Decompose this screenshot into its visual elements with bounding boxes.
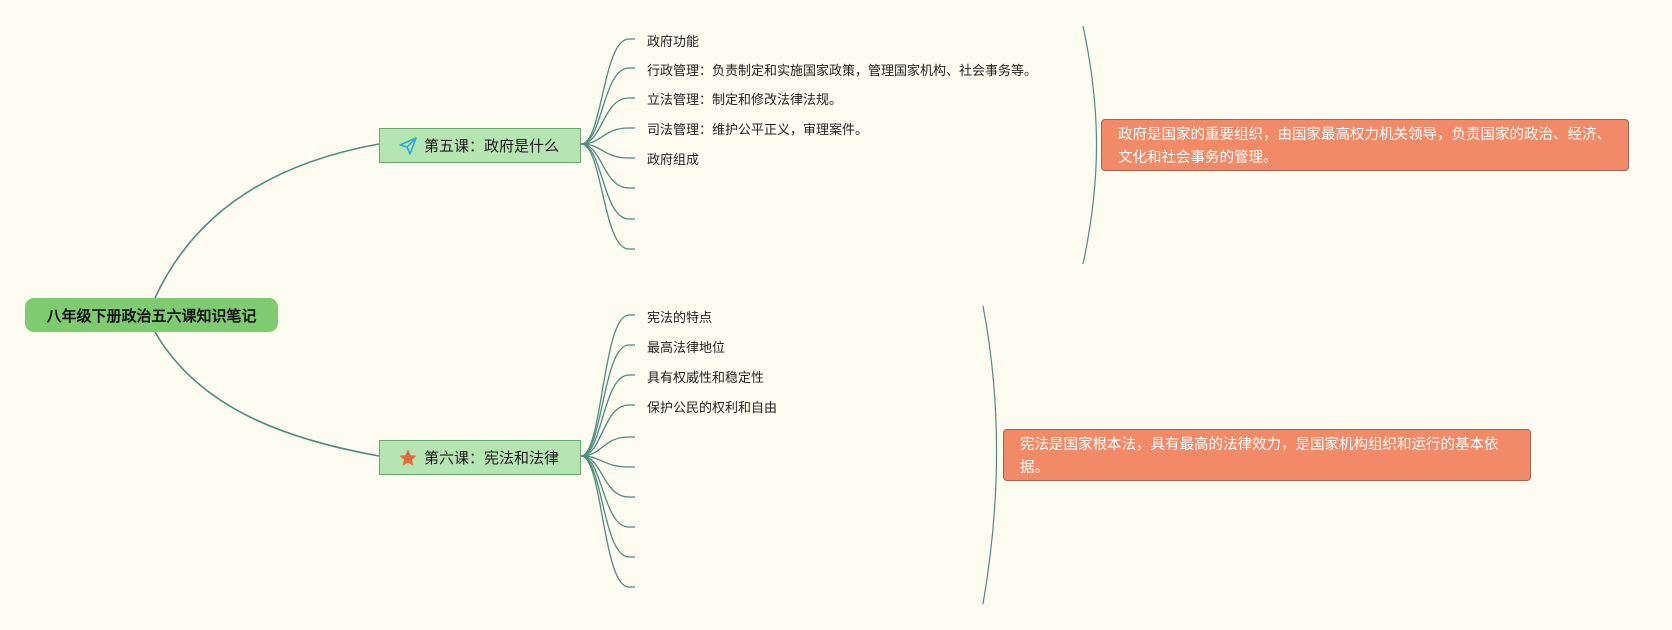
summary-text: 政府是国家的重要组织，由国家最高权力机关领导，负责国家的政治、经济、文化和社会事… <box>1118 127 1611 166</box>
summary-box-lesson-5[interactable]: 政府是国家的重要组织，由国家最高权力机关领导，负责国家的政治、经济、文化和社会事… <box>1101 119 1629 171</box>
leaf-item[interactable]: 行政管理：负责制定和实施国家政策，管理国家机构、社会事务等。 <box>647 64 1038 79</box>
branch-connector <box>580 127 630 145</box>
branch-connector <box>580 404 630 457</box>
branch-connector <box>580 455 630 498</box>
leaf-item[interactable]: 司法管理：维护公平正义，审理案件。 <box>647 123 869 138</box>
branch-connector <box>580 436 630 457</box>
branch-connector <box>580 143 630 220</box>
branch-connector <box>580 374 630 457</box>
summary-bracket-1 <box>1082 25 1098 265</box>
branch-connector <box>580 38 630 145</box>
branch-connector <box>580 455 630 558</box>
leaf-item[interactable]: 政府组成 <box>647 153 700 168</box>
summary-text: 宪法是国家根本法，具有最高的法律效力，是国家机构组织和运行的基本依据。 <box>1020 437 1499 476</box>
root-to-topic-1-connector <box>154 143 380 299</box>
branch-connector <box>580 67 630 145</box>
leaf-item[interactable]: 立法管理：制定和修改法律法规。 <box>647 93 843 108</box>
root-node[interactable]: 八年级下册政治五六课知识笔记 <box>25 298 278 332</box>
branch-connector <box>580 143 630 250</box>
topic-node-lesson-5[interactable]: 第五课：政府是什么 <box>379 128 581 163</box>
leaf-item[interactable]: 政府功能 <box>647 35 700 50</box>
leaf-item[interactable]: 具有权威性和稳定性 <box>647 371 765 386</box>
branch-connector <box>580 314 630 457</box>
leaf-item[interactable]: 保护公民的权利和自由 <box>647 401 778 416</box>
summary-bracket-2 <box>982 305 998 605</box>
topic-title: 第六课：宪法和法律 <box>424 449 560 467</box>
topic-node-lesson-6[interactable]: 第六课：宪法和法律 <box>379 440 581 475</box>
branch-connector <box>580 455 630 468</box>
topic-title: 第五课：政府是什么 <box>424 137 560 155</box>
star-icon <box>398 448 418 468</box>
branch-connector <box>580 455 630 588</box>
root-title: 八年级下册政治五六课知识笔记 <box>46 306 257 325</box>
branch-connector <box>580 143 630 159</box>
root-to-topic-2-connector <box>154 331 380 457</box>
branch-connector <box>580 344 630 457</box>
branch-connector <box>580 455 630 528</box>
branch-connector <box>580 97 630 145</box>
branch-connector <box>580 143 630 189</box>
summary-box-lesson-6[interactable]: 宪法是国家根本法，具有最高的法律效力，是国家机构组织和运行的基本依据。 <box>1003 429 1531 481</box>
leaf-item[interactable]: 最高法律地位 <box>647 341 726 356</box>
paper-plane-icon <box>398 136 418 156</box>
leaf-item[interactable]: 宪法的特点 <box>647 311 713 326</box>
